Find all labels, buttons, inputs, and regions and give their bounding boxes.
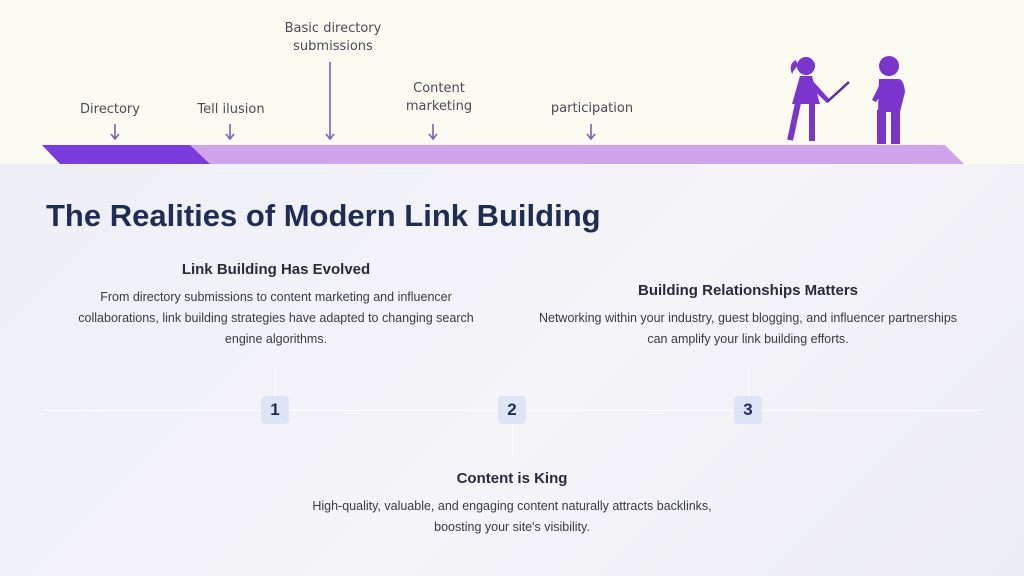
timeline-label-tell-ilusion: Tell ilusion bbox=[197, 102, 265, 117]
point-1-block: Link Building Has Evolved From directory… bbox=[66, 261, 486, 350]
point-1-heading: Link Building Has Evolved bbox=[181, 261, 371, 278]
step-number-1: 1 bbox=[261, 396, 289, 424]
page-title: The Realities of Modern Link Building bbox=[46, 198, 601, 233]
girl-figure-icon bbox=[787, 57, 850, 141]
arrow-head-directory bbox=[110, 133, 120, 141]
timeline-banner: Directory Tell ilusion Basic directory s… bbox=[0, 0, 1024, 164]
arrow-head-basic-directory bbox=[325, 133, 335, 141]
timeline-label-participation: participation bbox=[550, 101, 634, 116]
point-3-text: Networking within your industry, guest b… bbox=[538, 311, 958, 346]
connector-1 bbox=[275, 366, 276, 398]
point-3-block: Building Relationships Matters Networkin… bbox=[528, 282, 968, 350]
timeline-arrows bbox=[110, 62, 596, 141]
timeline-track-light bbox=[190, 145, 964, 164]
step-number-3: 3 bbox=[734, 396, 762, 424]
arrow-head-participation bbox=[586, 133, 596, 141]
content-panel bbox=[0, 164, 1024, 576]
step-number-2: 2 bbox=[498, 396, 526, 424]
arrow-head-content-marketing bbox=[428, 133, 438, 141]
connector-2 bbox=[512, 422, 513, 456]
point-2-block: Content is King High-quality, valuable, … bbox=[292, 470, 732, 538]
point-3-heading: Building Relationships Matters bbox=[637, 282, 859, 299]
timeline-label-content-marketing: Content marketing bbox=[405, 81, 473, 114]
point-2-heading: Content is King bbox=[456, 470, 568, 487]
point-2-text: High-quality, valuable, and engaging con… bbox=[312, 499, 712, 534]
timeline-label-basic-directory: Basic directory submissions bbox=[284, 21, 382, 54]
timeline-track-dark bbox=[42, 145, 210, 164]
timeline-label-directory: Directory bbox=[80, 102, 140, 117]
connector-3 bbox=[748, 366, 749, 398]
arrow-head-tell-ilusion bbox=[225, 133, 235, 141]
timeline-illustration bbox=[42, 56, 964, 164]
boy-figure-icon bbox=[872, 56, 905, 144]
point-1-text: From directory submissions to content ma… bbox=[78, 290, 474, 346]
